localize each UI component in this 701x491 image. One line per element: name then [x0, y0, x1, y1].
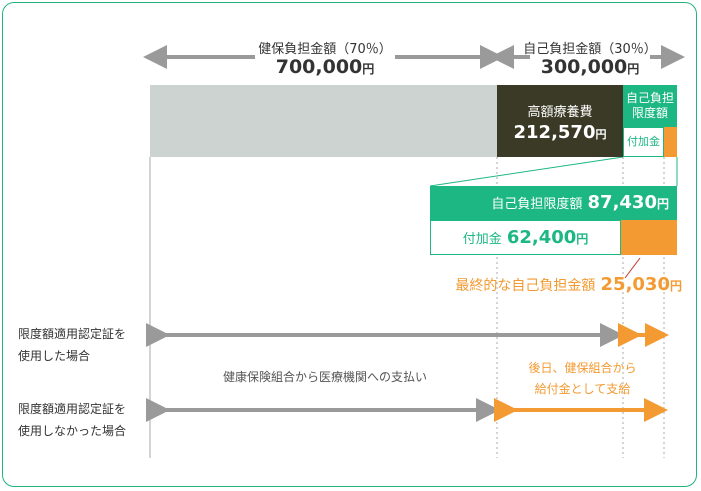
high-cost-amount: 212,570: [513, 122, 596, 143]
insurance-amount-value: 700,000: [275, 56, 363, 78]
insurance-amount: 700,000円: [255, 56, 395, 78]
limit-bar: 自己負担 限度額: [623, 85, 677, 127]
additional-bar: 付加金: [623, 127, 664, 157]
with-cert-line1: 限度額適用認定証を: [18, 327, 127, 341]
later-payment-note: 後日、健保組合から 給付金として支給: [505, 358, 660, 400]
without-cert-line2: 使用しなかった場合: [18, 424, 127, 438]
self-amount-value: 300,000: [540, 56, 628, 78]
yen-unit: 円: [656, 197, 669, 211]
final-amount-callout: 最終的な自己負担金額 25,030円: [420, 274, 682, 295]
limit-detail-amount: 87,430: [587, 192, 657, 213]
high-cost-bar: 高額療養費 212,570円: [497, 85, 623, 157]
later-note-line1: 後日、健保組合から: [528, 361, 637, 375]
final-label: 最終的な自己負担金額: [455, 278, 596, 294]
limit-label-line2: 限度額: [631, 106, 668, 120]
self-share-label: 自己負担金額（30％）: [523, 42, 657, 57]
additional-detail-amount: 62,400: [506, 227, 577, 248]
final-amount: 25,030: [600, 274, 670, 295]
without-cert-line1: 限度額適用認定証を: [18, 402, 127, 416]
final-portion-bar: [664, 127, 677, 157]
limit-detail-bar: 自己負担限度額 87,430円: [430, 186, 677, 220]
limit-detail-label: 自己負担限度額: [491, 197, 583, 212]
with-cert-label: 限度額適用認定証を 使用した場合: [18, 323, 126, 367]
later-note-line2: 給付金として支給: [534, 382, 631, 396]
yen-unit: 円: [669, 279, 682, 293]
yen-unit: 円: [595, 128, 607, 141]
insurance-share-label: 健保負担金額（70％）: [258, 42, 392, 57]
final-detail-bar: [621, 220, 677, 255]
high-cost-label: 高額療養費: [527, 105, 593, 120]
additional-detail-label: 付加金: [462, 232, 502, 247]
with-cert-line2: 使用した場合: [18, 349, 91, 363]
yen-unit: 円: [362, 62, 375, 76]
additional-detail-bar: 付加金 62,400円: [430, 220, 621, 255]
yen-unit: 円: [576, 232, 589, 246]
yen-unit: 円: [627, 62, 640, 76]
insurance-portion-bar: [150, 85, 497, 157]
without-cert-label: 限度額適用認定証を 使用しなかった場合: [18, 398, 126, 442]
diagram-frame: [2, 2, 697, 487]
self-amount: 300,000円: [520, 56, 660, 78]
insurance-payment-note: 健康保険組合から医療機関への支払い: [222, 370, 427, 384]
limit-label-line1: 自己負担: [625, 91, 674, 105]
